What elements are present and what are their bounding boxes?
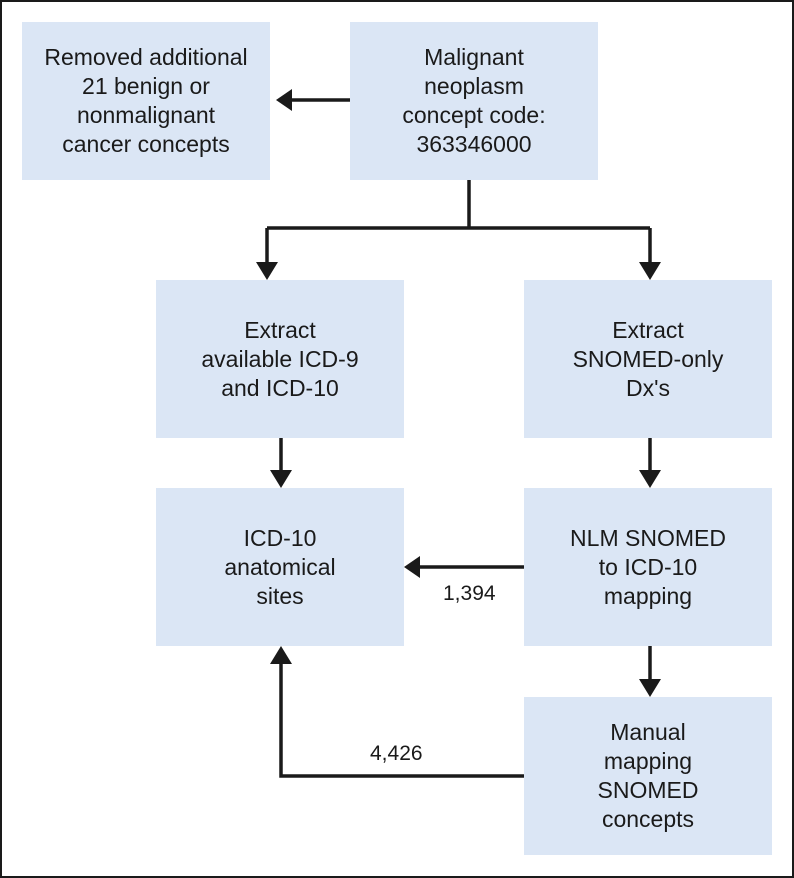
removed-concepts-box: Removed additional 21 benign or nonmalig… — [22, 22, 270, 180]
arrow-malignant-to-removed — [276, 89, 350, 111]
extract-snomed-box: Extract SNOMED-only Dx's — [524, 280, 772, 438]
edge-label-manual-count: 4,426 — [370, 742, 423, 765]
arrow-extract-icd-to-sites — [270, 438, 292, 488]
nlm-mapping-box: NLM SNOMED to ICD-10 mapping — [524, 488, 772, 646]
arrow-nlm-to-manual — [639, 646, 661, 697]
icd10-sites-box: ICD-10 anatomical sites — [156, 488, 404, 646]
manual-mapping-box: Manual mapping SNOMED concepts — [524, 697, 772, 855]
arrow-extract-snomed-to-nlm — [639, 438, 661, 488]
malignant-neoplasm-box: Malignant neoplasm concept code: 3633460… — [350, 22, 598, 180]
extract-icd-box: Extract available ICD-9 and ICD-10 — [156, 280, 404, 438]
arrow-manual-to-sites — [270, 646, 524, 778]
arrow-nlm-to-sites — [404, 556, 524, 578]
arrow-malignant-split — [256, 180, 661, 280]
edge-label-nlm-count: 1,394 — [443, 582, 496, 605]
